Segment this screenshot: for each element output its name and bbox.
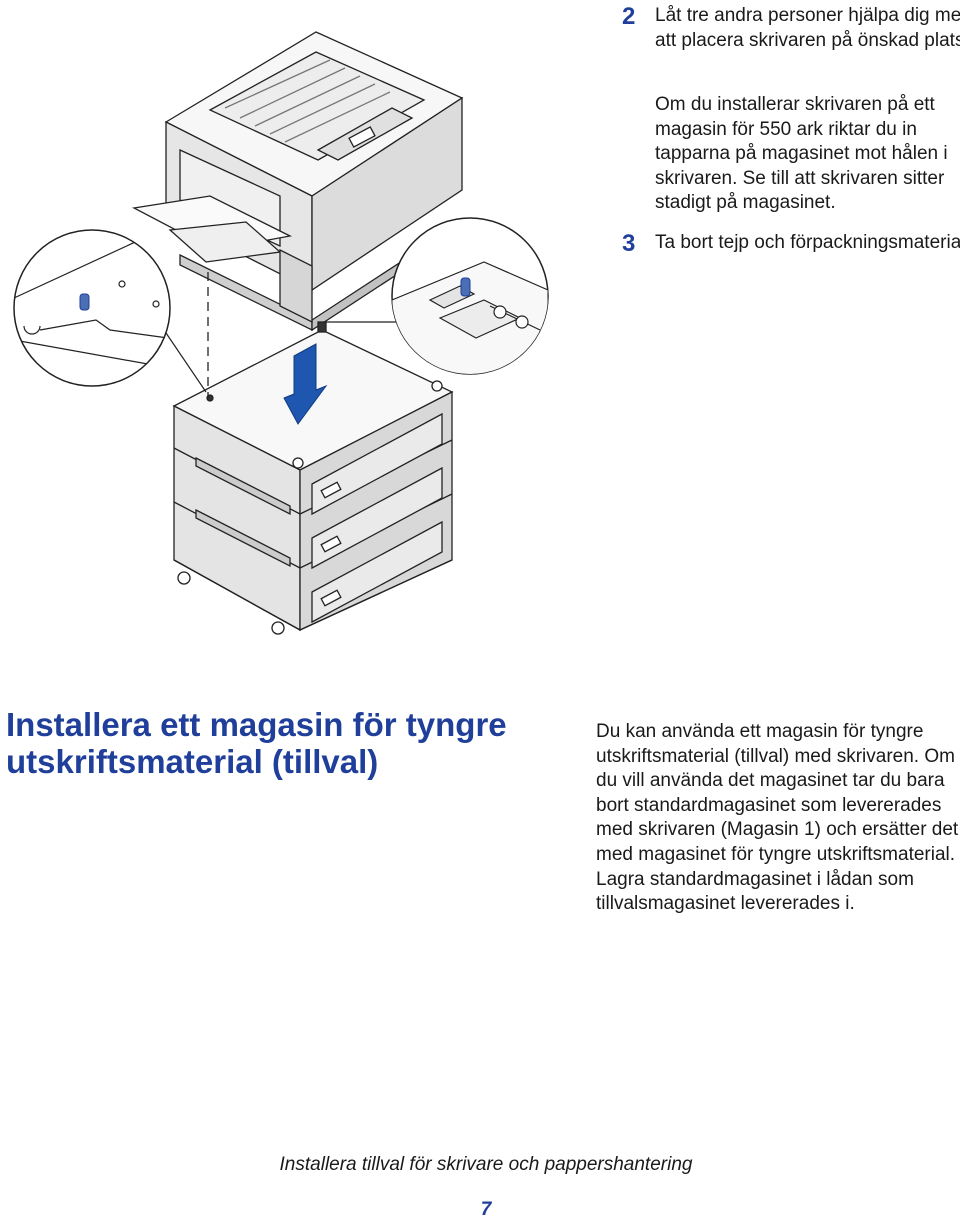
step-number: 2 — [622, 3, 636, 30]
section-heading: Installera ett magasin för tyngre utskri… — [6, 706, 507, 780]
step-number: 3 — [622, 230, 636, 257]
page-number: 7 — [480, 1199, 492, 1220]
printer-installation-illustration — [13, 31, 549, 635]
footer-chapter-title: Installera tillval för skrivare och papp… — [279, 1154, 693, 1175]
step-text: Ta bort tejp och förpackningsmaterial. — [655, 232, 960, 253]
left-detail-magnifier — [13, 229, 171, 387]
section-body-text: Du kan använda ett magasin för tyngre ut… — [596, 721, 959, 915]
callout-leader-lines — [163, 321, 398, 393]
step-2-note: Om du installerar skrivaren på ett magas… — [655, 94, 948, 213]
right-detail-magnifier — [391, 217, 549, 375]
step-text: Låt tre andra personer hjälpa dig med at… — [655, 5, 960, 51]
down-arrow-icon — [283, 343, 328, 425]
